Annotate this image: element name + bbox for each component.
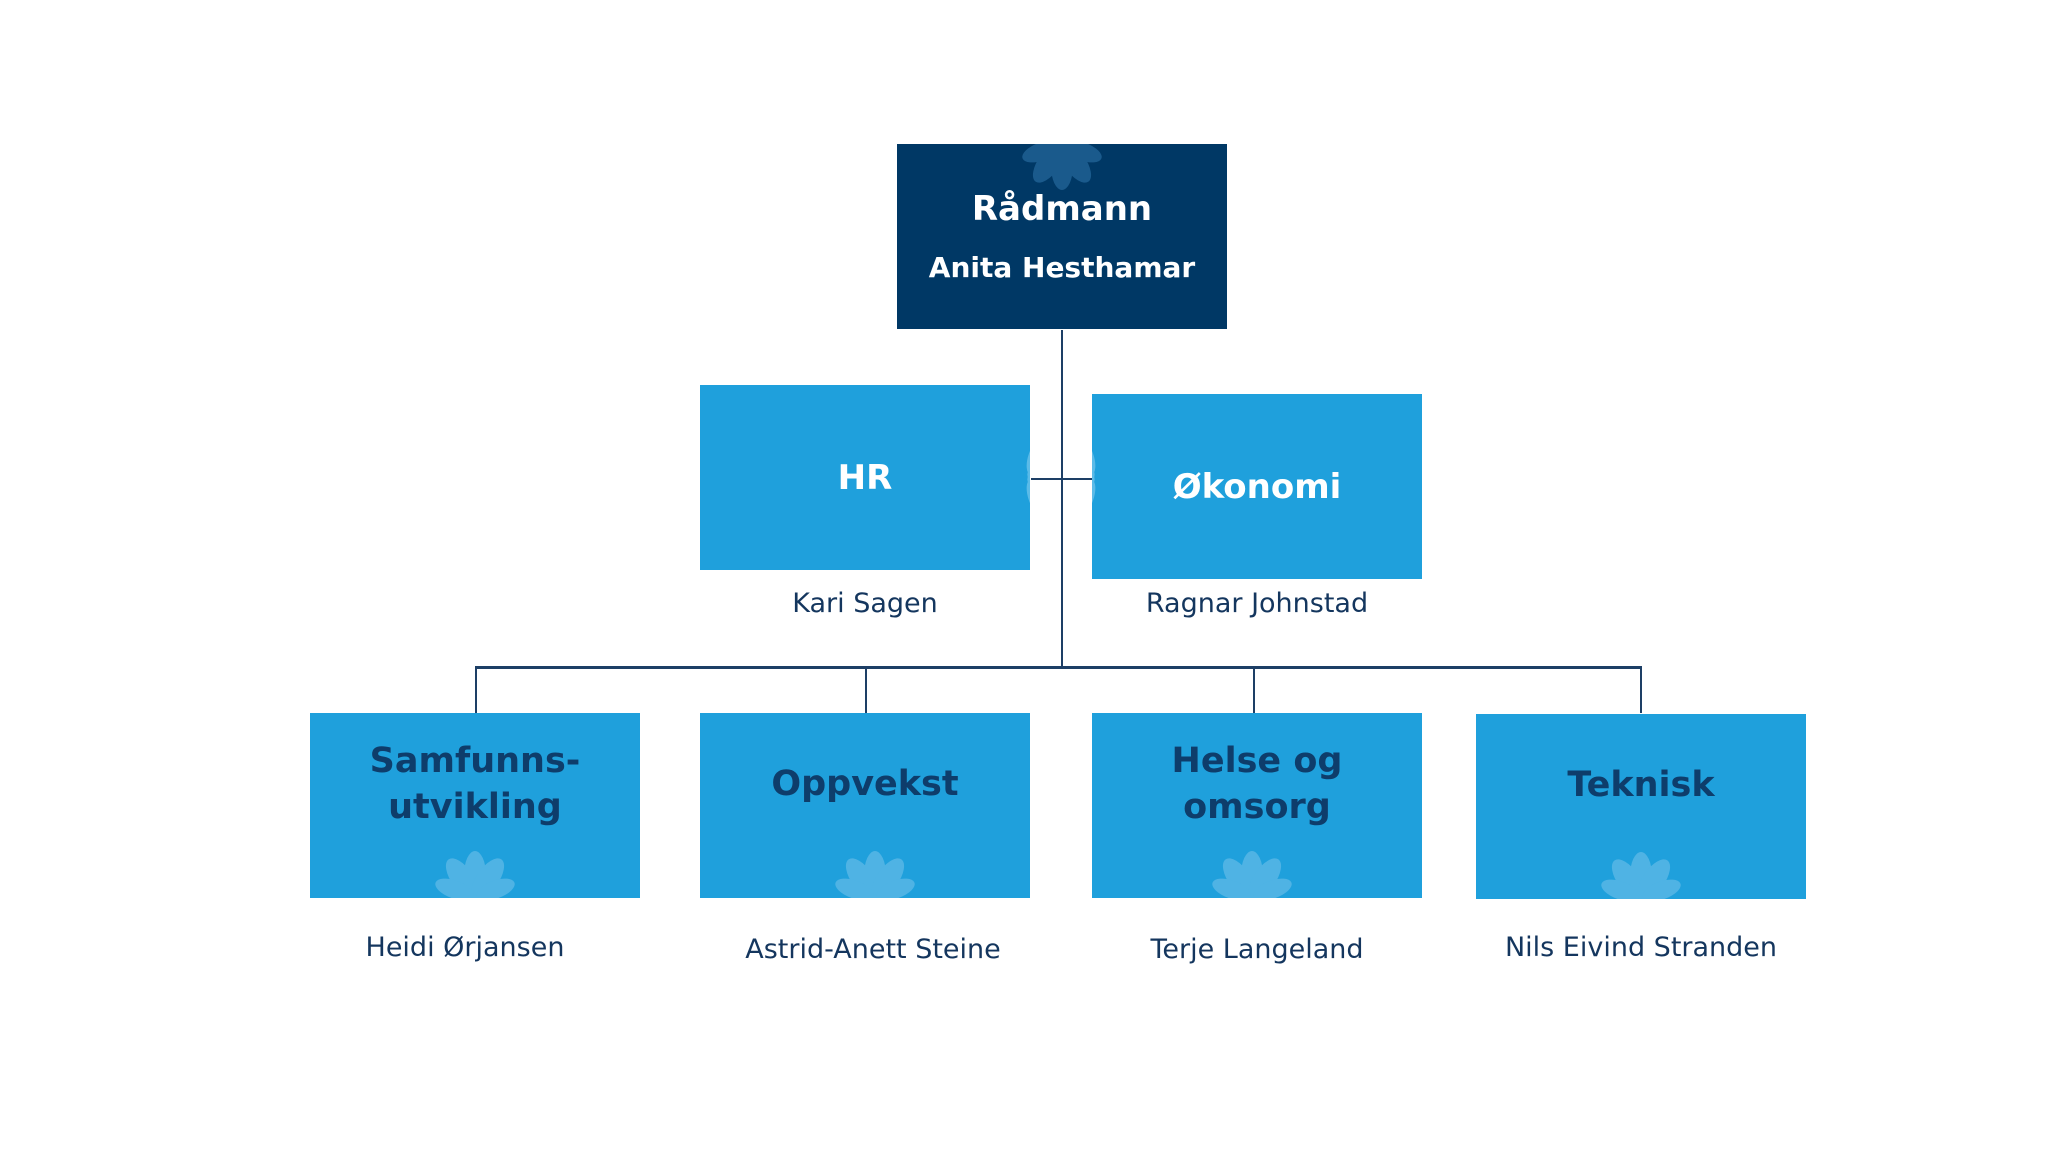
oppvekst-person: Astrid-Anett Steine	[745, 934, 1001, 965]
connector-sector-bar	[475, 666, 1642, 669]
box-radmann[interactable]: Rådmann Anita Hesthamar	[897, 144, 1227, 329]
teknisk-person: Nils Eivind Stranden	[1504, 932, 1778, 963]
flower-icon	[835, 851, 915, 898]
flower-icon	[1601, 852, 1681, 899]
okonomi-person: Ragnar Johnstad	[1145, 588, 1369, 619]
flower-icon	[1092, 437, 1096, 517]
radmann-name: Anita Hesthamar	[928, 251, 1196, 284]
connector-drop-4	[1640, 667, 1642, 713]
connector-trunk	[1061, 330, 1063, 667]
hr-person: Kari Sagen	[792, 588, 938, 619]
box-teknisk[interactable]: Teknisk	[1476, 714, 1806, 899]
radmann-title: Rådmann	[971, 189, 1153, 229]
flower-icon	[435, 851, 515, 898]
helse-og-omsorg-person: Terje Langeland	[1150, 934, 1364, 965]
connector-staff	[1031, 478, 1093, 480]
oppvekst-title: Oppvekst	[771, 763, 959, 804]
connector-drop-2	[865, 667, 867, 713]
flower-icon	[1212, 851, 1292, 898]
box-okonomi[interactable]: Økonomi	[1092, 394, 1422, 579]
teknisk-title: Teknisk	[1567, 764, 1715, 805]
connector-drop-1	[475, 667, 477, 713]
hr-title: HR	[837, 457, 893, 498]
box-helse-og-omsorg[interactable]: Helse og omsorg	[1092, 713, 1422, 898]
flower-icon	[1026, 437, 1030, 517]
box-oppvekst[interactable]: Oppvekst	[700, 713, 1030, 898]
box-hr[interactable]: HR	[700, 385, 1030, 570]
samfunnsutvikling-person: Heidi Ørjansen	[365, 932, 565, 963]
helse-og-omsorg-title: Helse og omsorg	[1171, 740, 1343, 827]
box-samfunnsutvikling[interactable]: Samfunns- utvikling	[310, 713, 640, 898]
samfunnsutvikling-title: Samfunns- utvikling	[369, 740, 581, 827]
okonomi-title: Økonomi	[1172, 466, 1342, 507]
connector-drop-3	[1253, 667, 1255, 713]
